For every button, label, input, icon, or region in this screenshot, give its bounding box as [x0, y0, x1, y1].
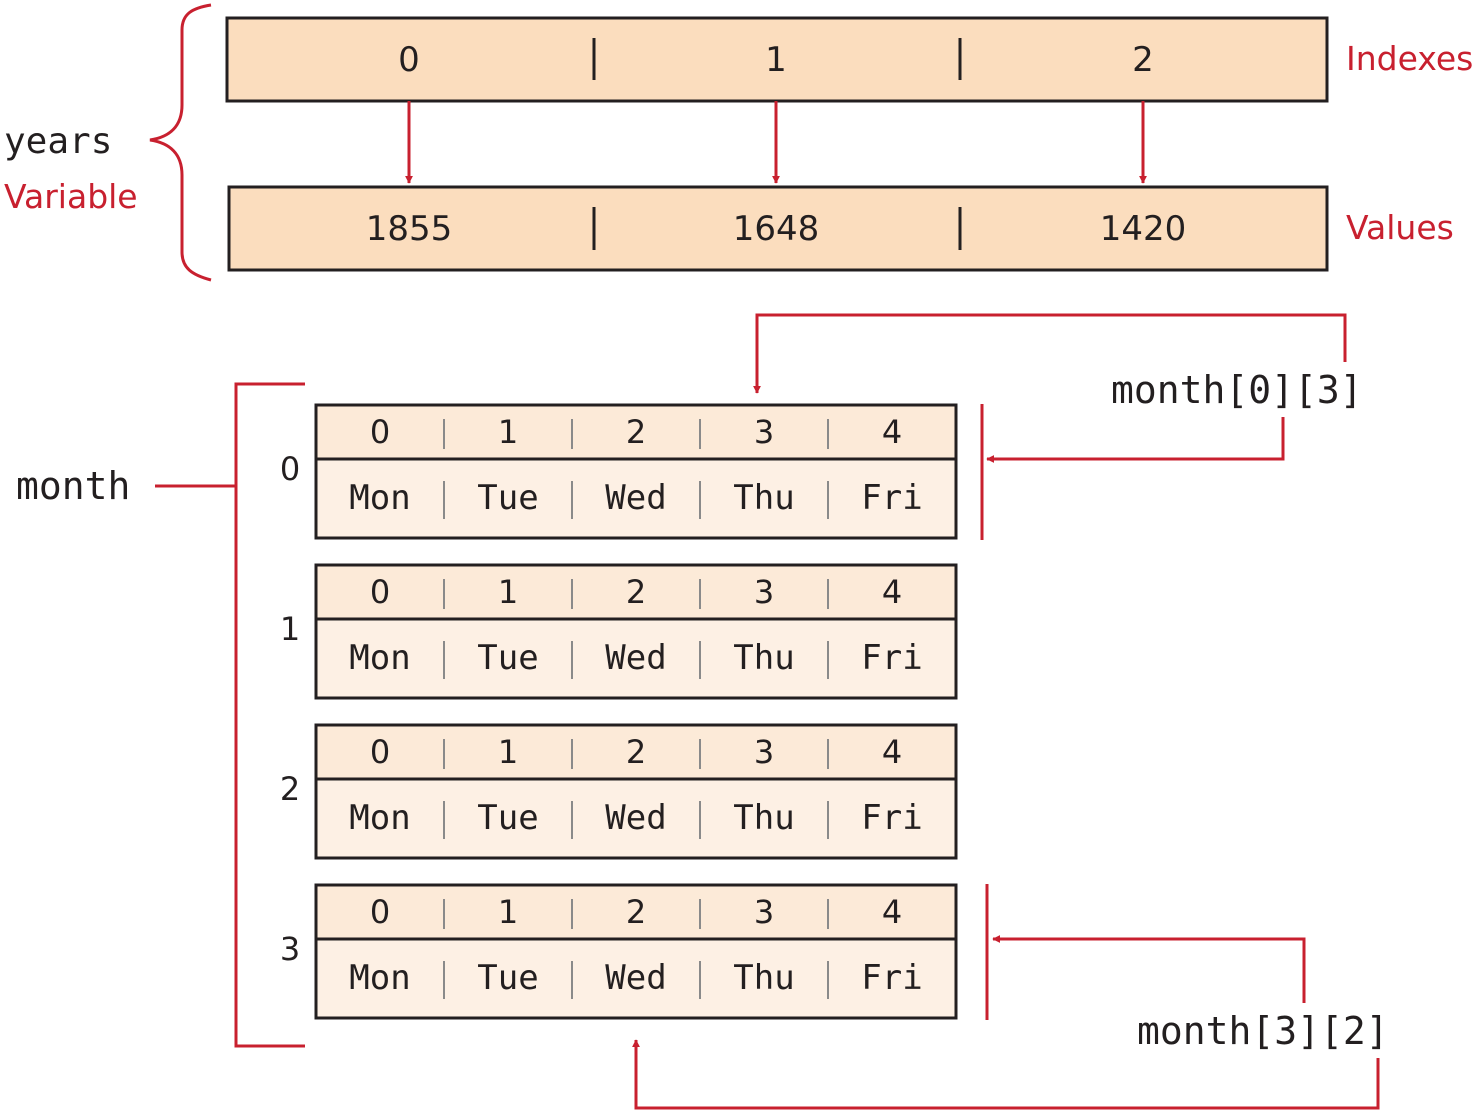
month-column-index: 3 — [754, 733, 774, 771]
month-day-value: Wed — [605, 638, 666, 678]
month-day-value: Tue — [477, 478, 538, 518]
month-row-values — [316, 939, 956, 1018]
month-row-box — [314, 883, 958, 1020]
month-day-value: Thu — [733, 798, 794, 838]
values-label: Values — [1346, 208, 1454, 247]
month-column-index: 0 — [370, 733, 390, 771]
month-day-value: Wed — [605, 798, 666, 838]
month-array: month 00Mon1Tue2Wed3Thu4Fri10Mon1Tue2Wed… — [16, 313, 1389, 1110]
month-row-box — [314, 723, 958, 860]
month-day-value: Thu — [733, 478, 794, 518]
years-index-row — [225, 16, 1329, 103]
month-column-index: 4 — [882, 573, 902, 611]
month-row-values — [316, 619, 956, 698]
years-value-row — [227, 185, 1329, 272]
month-column-index: 2 — [626, 573, 646, 611]
month-column-index: 1 — [498, 733, 518, 771]
month-bracket — [234, 382, 305, 1048]
years-value-0: 1855 — [366, 209, 453, 249]
pointer-to-row-3 — [992, 935, 1306, 1003]
month-row-index: 2 — [280, 770, 300, 808]
month-rows: 00Mon1Tue2Wed3Thu4Fri10Mon1Tue2Wed3Thu4F… — [280, 403, 958, 1020]
month-column-index: 0 — [370, 573, 390, 611]
access-expression-month-3-2: month[3][2] — [1137, 1009, 1389, 1053]
years-brace — [149, 3, 212, 282]
access-expression-month-0-3: month[0][3] — [1111, 368, 1363, 412]
month-row-index: 3 — [280, 930, 300, 968]
month-row-index-header — [316, 725, 956, 779]
years-array: years Variable 0 1 2 Indexes 1855 1648 1… — [4, 3, 1473, 282]
month-column-index: 0 — [370, 893, 390, 931]
month-column-index: 1 — [498, 413, 518, 451]
years-index-0: 0 — [398, 40, 420, 80]
month-day-value: Wed — [605, 958, 666, 998]
month-column-index: 2 — [626, 893, 646, 931]
pointer-to-column-3 — [753, 313, 1347, 394]
years-value-1: 1648 — [733, 209, 820, 249]
month-row-index: 1 — [280, 610, 300, 648]
month-column-index: 3 — [754, 893, 774, 931]
month-day-value: Mon — [349, 798, 410, 838]
month-day-value: Fri — [861, 958, 922, 998]
month-row-values — [316, 779, 956, 858]
month-row-index-header — [316, 885, 956, 939]
month-row-index-header — [316, 565, 956, 619]
month-day-value: Wed — [605, 478, 666, 518]
month-column-index: 3 — [754, 413, 774, 451]
month-row-values — [316, 459, 956, 538]
years-index-1: 1 — [765, 40, 787, 80]
month-column-index: 3 — [754, 573, 774, 611]
indexes-label: Indexes — [1346, 39, 1473, 78]
pointer-to-row-0 — [986, 417, 1285, 463]
month-column-index: 2 — [626, 733, 646, 771]
month-day-value: Thu — [733, 638, 794, 678]
pointer-to-column-2 — [632, 1039, 1380, 1110]
month-day-value: Tue — [477, 798, 538, 838]
month-day-value: Mon — [349, 958, 410, 998]
month-day-value: Fri — [861, 638, 922, 678]
month-day-value: Mon — [349, 478, 410, 518]
month-row-index: 0 — [280, 450, 300, 488]
month-day-value: Thu — [733, 958, 794, 998]
years-variable-name: years — [4, 121, 112, 162]
month-row-box — [314, 403, 958, 540]
month-column-index: 0 — [370, 413, 390, 451]
years-index-2: 2 — [1132, 40, 1154, 80]
month-day-value: Mon — [349, 638, 410, 678]
variable-label: Variable — [4, 177, 138, 216]
month-column-index: 1 — [498, 573, 518, 611]
years-value-2: 1420 — [1100, 209, 1187, 249]
month-column-index: 1 — [498, 893, 518, 931]
month-column-index: 4 — [882, 893, 902, 931]
month-day-value: Tue — [477, 958, 538, 998]
month-column-index: 4 — [882, 733, 902, 771]
month-day-value: Fri — [861, 798, 922, 838]
month-column-index: 2 — [626, 413, 646, 451]
month-variable-name: month — [16, 464, 130, 508]
month-row-box — [314, 563, 958, 700]
month-day-value: Fri — [861, 478, 922, 518]
month-row-index-header — [316, 405, 956, 459]
month-day-value: Tue — [477, 638, 538, 678]
month-column-index: 4 — [882, 413, 902, 451]
